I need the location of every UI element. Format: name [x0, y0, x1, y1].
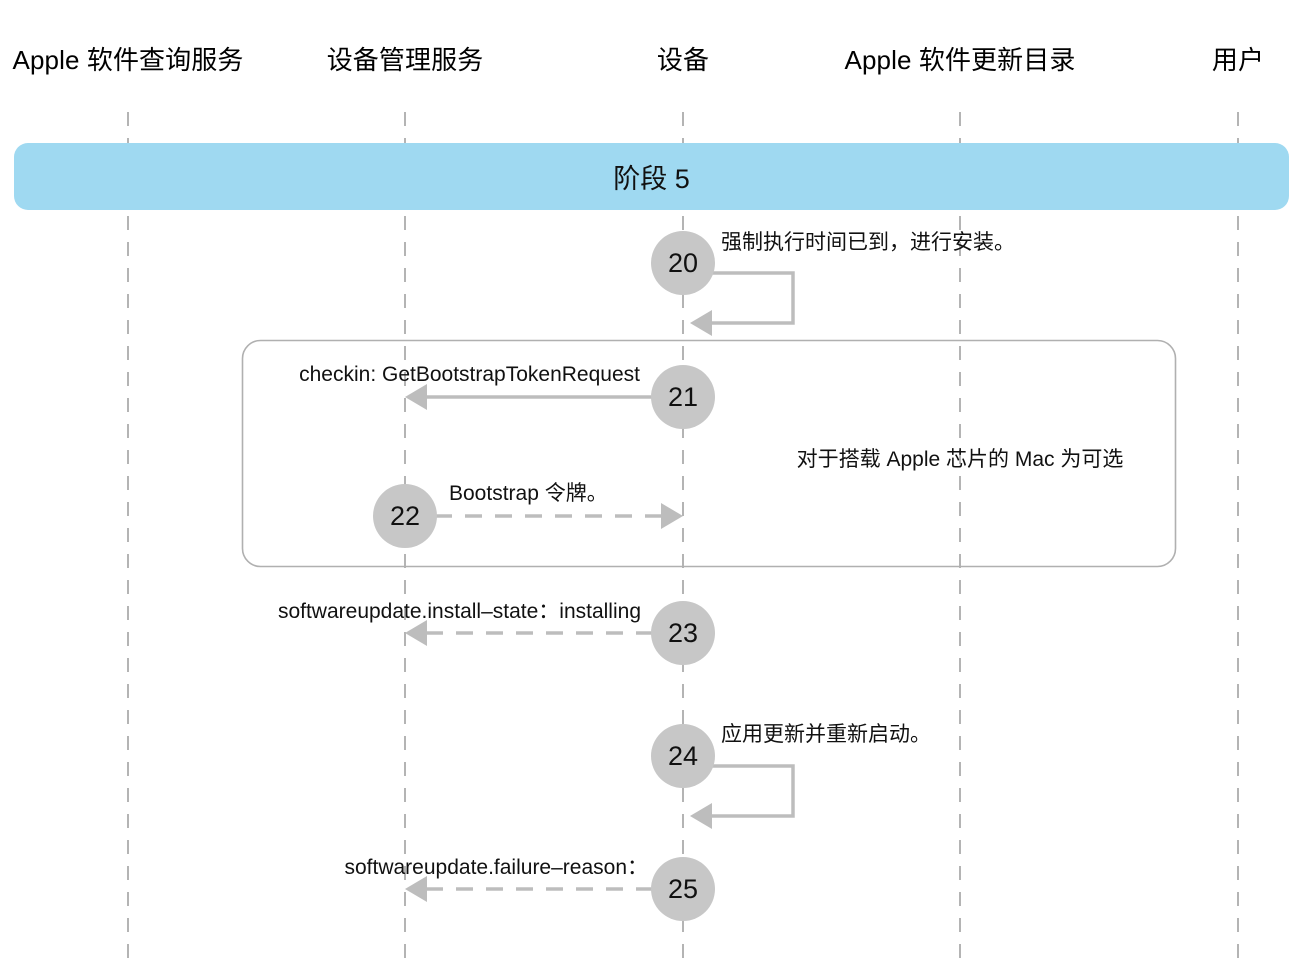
step-badge-number: 23	[667, 617, 699, 648]
phase-banner-label: 阶段 5	[613, 164, 690, 194]
participant-label-apple-software-update-catalog: Apple 软件更新目录	[844, 45, 1076, 75]
optional-fragment-box	[241, 339, 1177, 568]
arrowhead-23	[405, 620, 427, 646]
message-label-20: 强制执行时间已到，进行安装。	[721, 231, 1015, 254]
step-badge-25[interactable]: 25	[651, 857, 715, 921]
self-message-arrow-24	[708, 764, 795, 818]
message-label-22: Bootstrap 令牌。	[449, 482, 608, 505]
message-label-23: softwareupdate.install–state：installing	[277, 600, 641, 623]
step-badge-21[interactable]: 21	[651, 365, 715, 429]
step-badge-number: 21	[667, 381, 699, 412]
step-badge-24[interactable]: 24	[651, 724, 715, 788]
message-label-24: 应用更新并重新启动。	[721, 723, 931, 746]
optional-fragment-note: 对于搭载 Apple 芯片的 Mac 为可选	[796, 448, 1124, 471]
step-badge-number: 22	[389, 500, 421, 531]
participant-label-device-management-service: 设备管理服务	[326, 45, 484, 75]
step-badge-22[interactable]: 22	[373, 484, 437, 548]
step-badge-20[interactable]: 20	[651, 231, 715, 295]
step-badge-number: 20	[667, 247, 699, 278]
self-message-arrow-20	[708, 271, 795, 325]
participant-label-user: 用户	[1211, 45, 1265, 75]
fragment-group	[241, 339, 1177, 568]
step-badge-number: 25	[667, 873, 699, 904]
arrowhead-21	[405, 384, 427, 410]
message-label-25: softwareupdate.failure–reason：	[344, 856, 648, 879]
messages-group	[405, 271, 795, 902]
phase-banner: 阶段 5	[14, 143, 1289, 210]
arrowhead-22	[661, 503, 683, 529]
step-badge-number: 24	[667, 740, 699, 771]
arrowhead-24	[690, 803, 712, 829]
participant-label-apple-software-lookup-service: Apple 软件查询服务	[12, 45, 244, 75]
arrowhead-25	[405, 876, 427, 902]
arrowhead-20	[690, 310, 712, 336]
step-badge-23[interactable]: 23	[651, 601, 715, 665]
participant-label-device: 设备	[656, 45, 710, 75]
message-label-21: checkin: GetBootstrapTokenRequest	[299, 363, 640, 386]
